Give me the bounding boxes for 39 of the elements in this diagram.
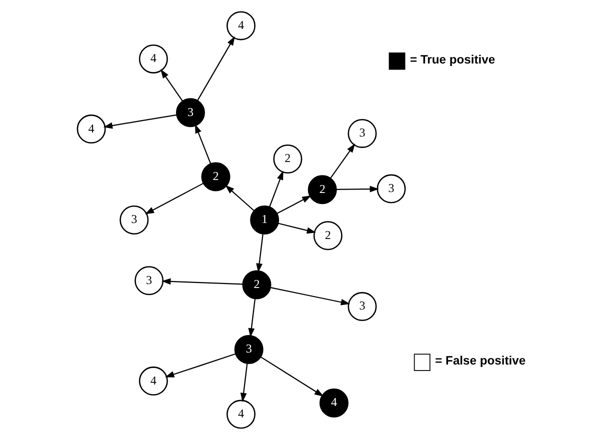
arrow	[240, 364, 248, 402]
node-circle: 2	[273, 144, 302, 174]
node-circle: 4	[76, 114, 106, 144]
arrow	[269, 170, 284, 207]
node-circle: 2	[242, 270, 272, 300]
arrow	[164, 353, 236, 378]
arrow	[197, 36, 235, 101]
node-circle: 1	[250, 206, 280, 234]
node-circle: 3	[120, 206, 149, 234]
node-circle: 3	[134, 266, 164, 296]
node-circle: 3	[376, 174, 406, 204]
node-circle: 4	[320, 388, 348, 418]
arrow	[330, 143, 356, 179]
legend-label: = False positive	[435, 354, 526, 368]
node-circle: 4	[138, 366, 168, 396]
node-circle: 4	[226, 400, 256, 429]
node-circle: 2	[201, 162, 230, 192]
arrow	[103, 114, 177, 129]
arrow	[248, 298, 256, 338]
node-circle: 3	[176, 98, 205, 128]
node-circle: 3	[348, 292, 377, 322]
node-circle: 4	[226, 11, 256, 40]
node-circle: 3	[234, 335, 264, 364]
legend-label: = True positive	[410, 52, 496, 66]
node-circle: 2	[313, 221, 342, 250]
arrow	[160, 69, 183, 102]
arrow	[270, 287, 350, 306]
arrow	[256, 234, 264, 273]
arrow	[276, 195, 312, 214]
arrow	[162, 278, 243, 285]
arrow	[144, 182, 204, 214]
arrow	[194, 124, 212, 164]
node-circle: 4	[138, 44, 168, 74]
node-circle: 3	[348, 118, 377, 148]
arrow	[336, 186, 380, 192]
node-circle: 2	[308, 175, 337, 204]
arrow	[278, 222, 316, 234]
arrow	[260, 356, 324, 396]
arrow	[225, 184, 254, 212]
